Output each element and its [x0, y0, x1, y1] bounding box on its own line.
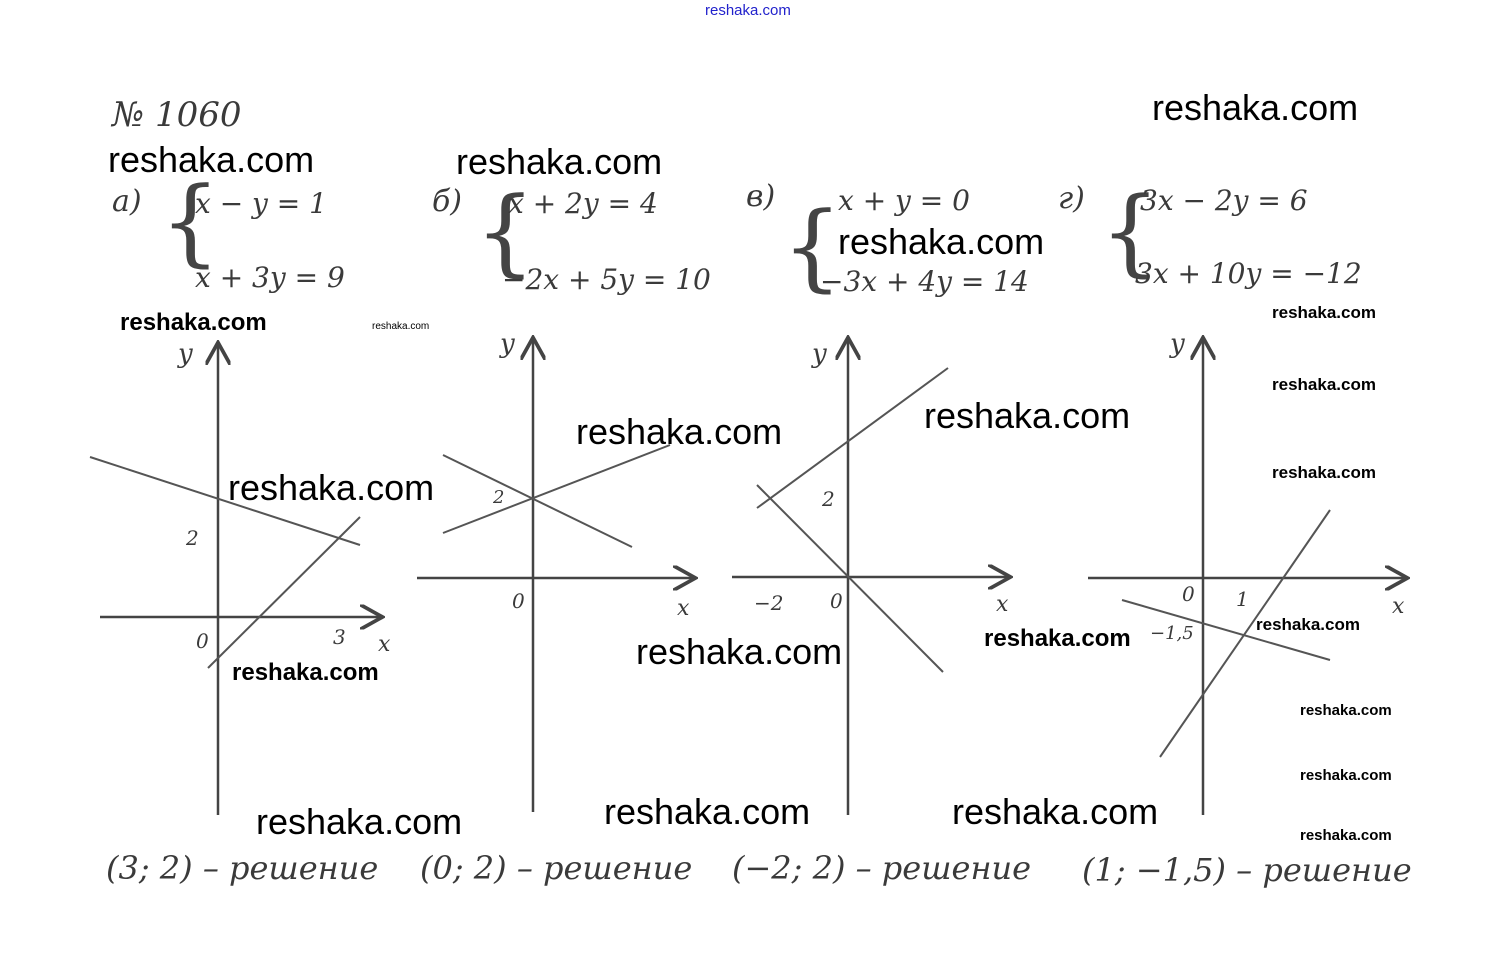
equation-1: x − y = 1 [195, 187, 327, 220]
watermark: reshaka.com [256, 801, 463, 842]
watermark: reshaka.com [1272, 463, 1376, 482]
watermark: reshaka.com [1152, 87, 1359, 128]
equation-1: x + 2y = 4 [508, 187, 658, 220]
tick-label: 3 [333, 625, 346, 649]
watermark: reshaka.com [232, 659, 379, 686]
watermark: reshaka.com [1300, 767, 1392, 784]
equation-1: 3x − 2y = 6 [1140, 184, 1308, 217]
equation-2: −2x + 5y = 10 [502, 263, 711, 296]
tick-label: 2 [186, 526, 199, 550]
watermark: reshaka.com [1272, 303, 1376, 322]
system-brace: { [1100, 177, 1161, 287]
line-eq2 [1121, 599, 1331, 661]
tick-label: 2 [493, 487, 505, 508]
tick-label: −2 [754, 591, 784, 615]
watermark: reshaka.com [228, 467, 435, 508]
line-eq2 [756, 367, 949, 509]
system-brace: { [160, 167, 221, 277]
watermark: reshaka.com [604, 791, 811, 832]
x-label: x [677, 596, 690, 621]
watermark: reshaka.com [456, 141, 663, 182]
x-label: x [378, 632, 391, 657]
x-label: x [1392, 594, 1405, 619]
line-eq2 [442, 444, 671, 534]
line-eq1 [207, 516, 361, 669]
system-brace: { [475, 177, 536, 287]
line-eq1 [442, 454, 633, 548]
y-label: y [1170, 329, 1185, 359]
watermark: reshaka.com [838, 221, 1045, 262]
part-label: б) [432, 184, 463, 219]
tick-label: −1,5 [1150, 623, 1194, 644]
y-label: y [178, 339, 193, 369]
part-label: г) [1058, 181, 1085, 216]
part-label: а) [112, 184, 142, 219]
watermark: reshaka.com [576, 411, 783, 452]
line-eq1 [1159, 509, 1331, 758]
watermark: reshaka.com [636, 631, 843, 672]
equation-2: 3x + 10y = −12 [1135, 257, 1362, 290]
answer: (1; −1,5) – решение [1082, 851, 1412, 889]
watermark: reshaka.com [984, 625, 1131, 652]
origin-label: 0 [830, 589, 843, 613]
watermark: reshaka.com [1256, 615, 1360, 634]
origin-label: 0 [1182, 582, 1195, 606]
tick-label: 2 [822, 487, 835, 511]
graph-b [417, 340, 693, 812]
equation-2: −3x + 4y = 14 [820, 265, 1029, 298]
origin-label: 0 [196, 629, 209, 653]
equation-2: x + 3y = 9 [195, 261, 345, 294]
x-label: x [996, 592, 1009, 617]
equation-1: x + y = 0 [838, 184, 970, 217]
y-label: y [500, 329, 515, 359]
watermark: reshaka.com [924, 395, 1131, 436]
answer: (−2; 2) – решение [732, 849, 1032, 887]
line-eq2 [89, 456, 361, 546]
graph-c [732, 340, 1008, 815]
problem-number: № 1060 [112, 95, 242, 135]
origin-label: 0 [512, 589, 525, 613]
watermark: reshaka.com [1272, 375, 1376, 394]
part-label: в) [746, 179, 776, 214]
answer: (0; 2) – решение [420, 849, 693, 887]
watermark: reshaka.com [372, 321, 430, 332]
system-brace: { [782, 192, 843, 302]
graph-a [89, 345, 380, 815]
watermark: reshaka.com [108, 139, 315, 180]
y-label: y [812, 339, 827, 369]
watermark: reshaka.com [1300, 702, 1392, 719]
watermark: reshaka.com [120, 309, 267, 336]
graph-d [1088, 340, 1405, 815]
line-eq1 [756, 484, 944, 673]
watermark: reshaka.com [952, 791, 1159, 832]
header-link[interactable]: reshaka.com [705, 2, 791, 19]
watermark: reshaka.com [1300, 827, 1392, 844]
answer: (3; 2) – решение [106, 849, 379, 887]
tick-label: 1 [1236, 587, 1249, 611]
